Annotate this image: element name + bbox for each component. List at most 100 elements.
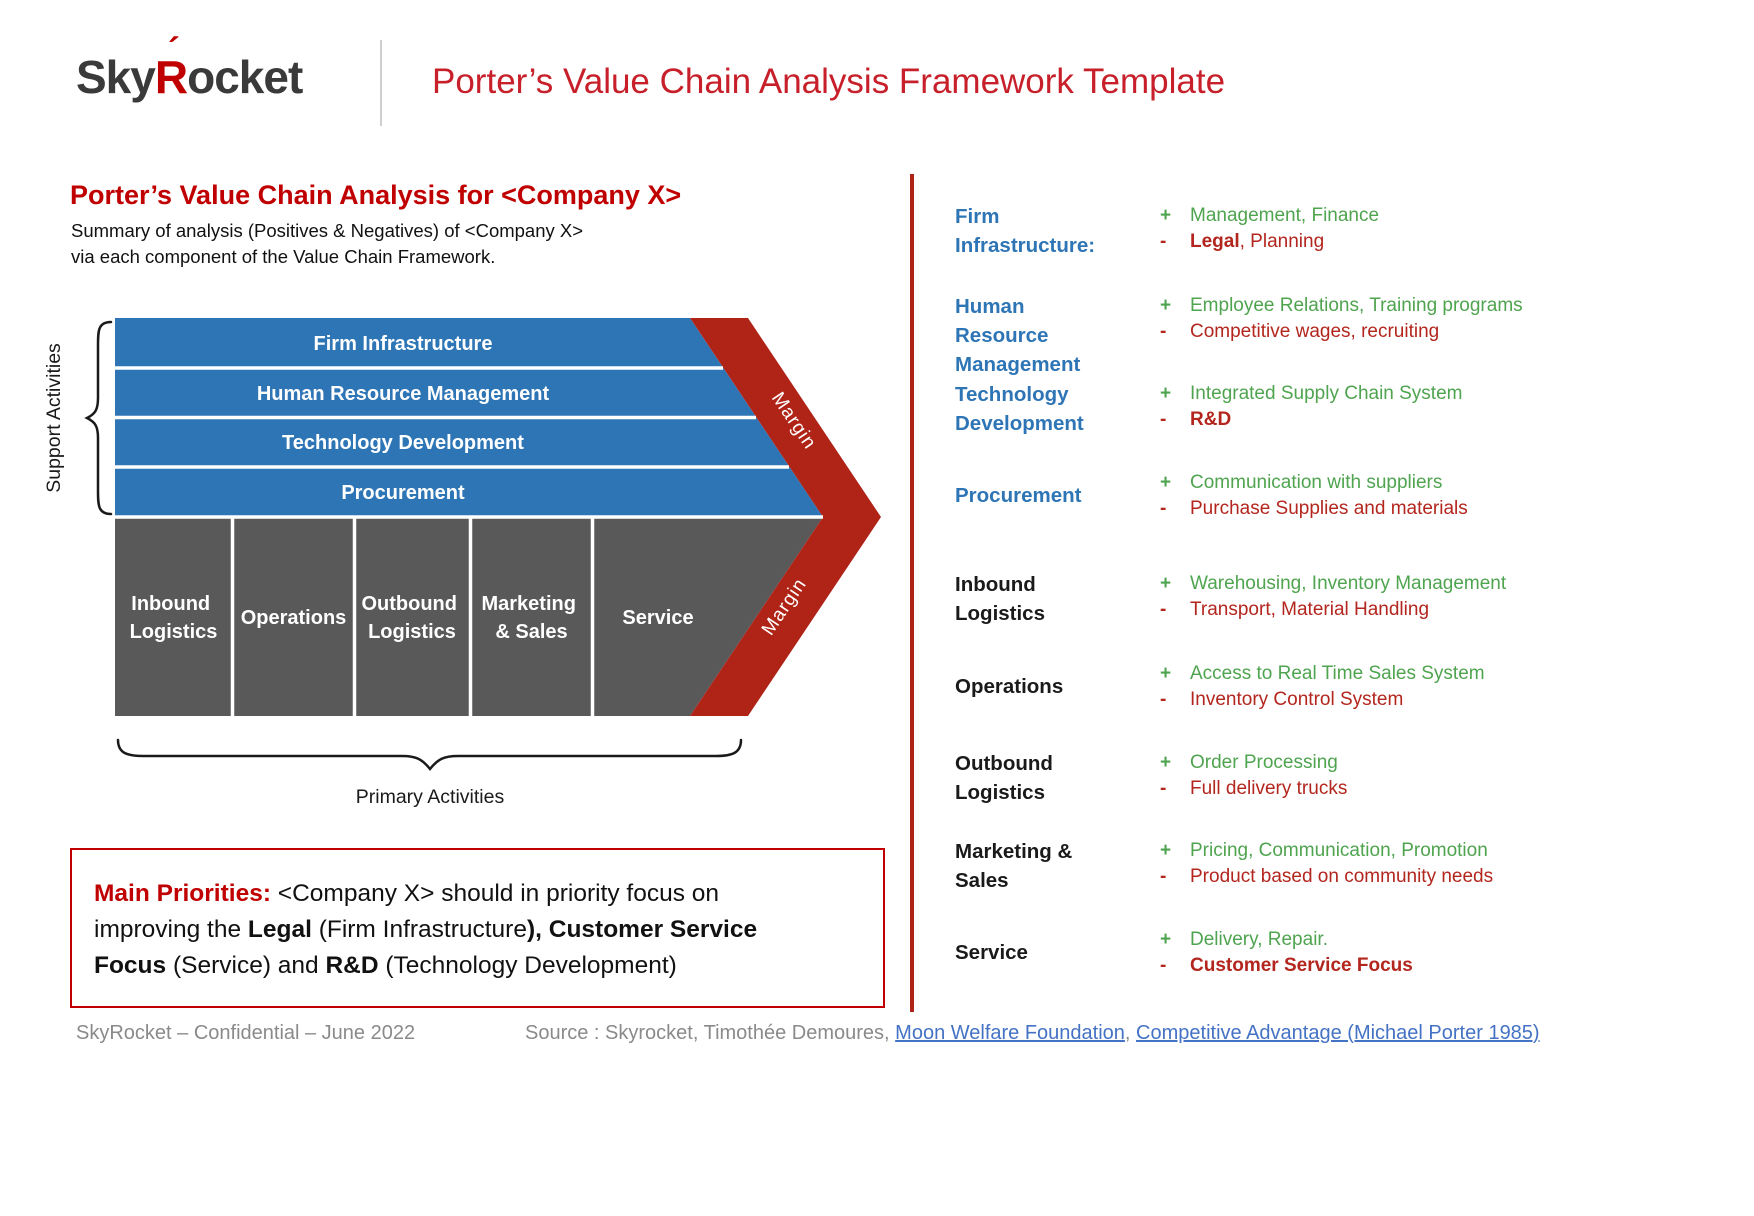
panel-row-procurement: Procurement + Communication with supplier… [955, 469, 1555, 521]
minus-sign: - [1160, 777, 1167, 799]
minus-sign: - [1160, 408, 1167, 430]
column-marketing-sales: Marketing & Sales [481, 593, 581, 643]
negative-item: - Product based on community needs [1160, 864, 1555, 890]
negative-item: - Purchase Supplies and materials [1160, 496, 1555, 522]
minus-sign: - [1160, 497, 1167, 519]
positive-text: Pricing, Communication, Promotion [1190, 840, 1488, 861]
primary-activities-label: Primary Activities [356, 786, 505, 808]
plus-sign: + [1160, 752, 1172, 773]
value-chain-diagram: Firm Infrastructure Human Resource Manag… [43, 318, 881, 808]
negative-text: Inventory Control System [1190, 688, 1404, 710]
positive-item: +Management, Finance [1160, 203, 1555, 229]
logo-sky: Sky [76, 51, 156, 103]
plus-sign: + [1160, 840, 1172, 861]
link-moon-welfare-foundation[interactable]: Moon Welfare Foundation [895, 1022, 1125, 1044]
plus-sign: + [1160, 472, 1172, 493]
negative-text: Customer Service Focus [1190, 954, 1413, 976]
link-competitive-advantage[interactable]: Competitive Advantage (Michael Porter 19… [1136, 1022, 1540, 1044]
panel-row-human-resource-management: Human Resource Management +Employee Rela… [955, 292, 1555, 379]
negative-item: - Inventory Control System [1160, 687, 1555, 713]
negative-text: Legal, Planning [1190, 230, 1325, 252]
negative-item: - Transport, Material Handling [1160, 597, 1555, 623]
plus-sign: + [1160, 663, 1172, 684]
plus-sign: + [1160, 295, 1172, 316]
row-heading: Service [955, 940, 1028, 964]
support-row-firm-infrastructure: Firm Infrastructure [314, 333, 493, 355]
main-priorities-text: Main Priorities: <Company X> should in p… [94, 880, 758, 979]
positive-item: + Access to Real Time Sales System [1160, 661, 1555, 687]
plus-sign: + [1160, 929, 1172, 950]
negative-item: - Legal, Planning [1160, 229, 1555, 255]
negative-text: Full delivery trucks [1190, 777, 1348, 799]
skyrocket-logo: SkyR´ocket [76, 30, 303, 104]
column-service: Service [622, 607, 693, 629]
row-heading: Operations [955, 674, 1064, 698]
panel-row-technology-development: Technology Development +Integrated Suppl… [955, 380, 1555, 438]
main-priorities-box: Main Priorities: <Company X> should in p… [70, 848, 885, 1008]
positive-item: + Pricing, Communication, Promotion [1160, 838, 1555, 864]
minus-sign: - [1160, 320, 1167, 342]
positive-item: +Integrated Supply Chain System [1160, 381, 1555, 407]
panel-row-inbound-logistics: Inbound Logistics + Warehousing, Inventor… [955, 570, 1555, 628]
panel-row-service: Service + Delivery, Repair. - Customer Ser… [955, 926, 1555, 978]
analysis-subtitle-line2: via each component of the Value Chain Fr… [71, 246, 496, 267]
support-row-human-resource-management: Human Resource Management [257, 383, 550, 405]
row-heading: Procurement [955, 483, 1082, 507]
positive-item: +Employee Relations, Training programs [1160, 293, 1555, 319]
panel-row-operations: Operations + Access to Real Time Sales Sy… [955, 660, 1555, 712]
negative-text: R&D [1190, 408, 1232, 430]
panel-row-marketing-sales: Marketing & Sales + Pricing, Communicatio… [955, 837, 1555, 895]
row-heading: Human Resource Management [955, 295, 1081, 376]
row-heading: Inbound Logistics [955, 573, 1045, 625]
support-activities-brace [84, 320, 113, 516]
negative-text: Transport, Material Handling [1190, 598, 1430, 620]
positive-item: + Order Processing [1160, 750, 1555, 776]
analysis-heading: Porter’s Value Chain Analysis for <Compa… [70, 180, 682, 210]
negative-text: Product based on community needs [1190, 865, 1494, 887]
logo-accent-mark: ´ [167, 30, 180, 71]
positive-text: Delivery, Repair. [1190, 929, 1328, 950]
row-heading: Firm Infrastructure: [955, 205, 1096, 257]
positive-item: + Warehousing, Inventory Management [1160, 571, 1555, 597]
minus-sign: - [1160, 954, 1167, 976]
column-operations: Operations [241, 607, 347, 629]
primary-activities-brace [116, 738, 743, 772]
positive-text: Warehousing, Inventory Management [1190, 573, 1507, 594]
margin-arrow [690, 318, 881, 716]
minus-sign: - [1160, 865, 1167, 887]
positive-text: Order Processing [1190, 752, 1338, 773]
negative-item: - R&D [1160, 407, 1555, 433]
column-outbound-logistics: Outbound Logistics [361, 593, 462, 643]
support-row-technology-development: Technology Development [282, 432, 524, 454]
panel-row-outbound-logistics: Outbound Logistics + Order Processing - Fu… [955, 749, 1555, 807]
positive-text: Communication with suppliers [1190, 472, 1443, 493]
negative-item: - Competitive wages, recruiting [1160, 319, 1555, 345]
confidential-footer: SkyRocket – Confidential – June 2022 [76, 1022, 416, 1044]
negative-text: Purchase Supplies and materials [1190, 497, 1468, 519]
negative-text: Competitive wages, recruiting [1190, 320, 1440, 342]
positive-text: Management, Finance [1190, 205, 1380, 226]
panel-divider-line [910, 174, 914, 1012]
plus-sign: + [1160, 573, 1172, 594]
positive-text: Integrated Supply Chain System [1190, 383, 1463, 404]
support-activities-label: Support Activities [43, 343, 65, 493]
minus-sign: - [1160, 598, 1167, 620]
minus-sign: - [1160, 688, 1167, 710]
analysis-subtitle-line1: Summary of analysis (Positives & Negativ… [71, 220, 584, 241]
row-heading: Technology Development [955, 383, 1084, 435]
positive-text: Access to Real Time Sales System [1190, 663, 1485, 684]
panel-row-firm-infrastructure: Firm Infrastructure: +Management, Financ… [955, 202, 1555, 260]
header-divider [380, 40, 382, 126]
support-row-procurement: Procurement [341, 482, 465, 504]
logo-r: R´ [154, 30, 188, 103]
source-prefix: Source : Skyrocket, Timothée Demoures, [525, 1022, 896, 1044]
positive-item: + Delivery, Repair. [1160, 927, 1555, 953]
negative-item: - Full delivery trucks [1160, 776, 1555, 802]
source-line: Source : Skyrocket, Timothée Demoures, M… [525, 1022, 1540, 1045]
column-inbound-logistics: Inbound Logistics [130, 593, 218, 643]
row-heading: Outbound Logistics [955, 752, 1053, 804]
minus-sign: - [1160, 230, 1167, 252]
page-title: Porter’s Value Chain Analysis Framework … [432, 62, 1226, 101]
row-heading: Marketing & Sales [955, 840, 1073, 892]
